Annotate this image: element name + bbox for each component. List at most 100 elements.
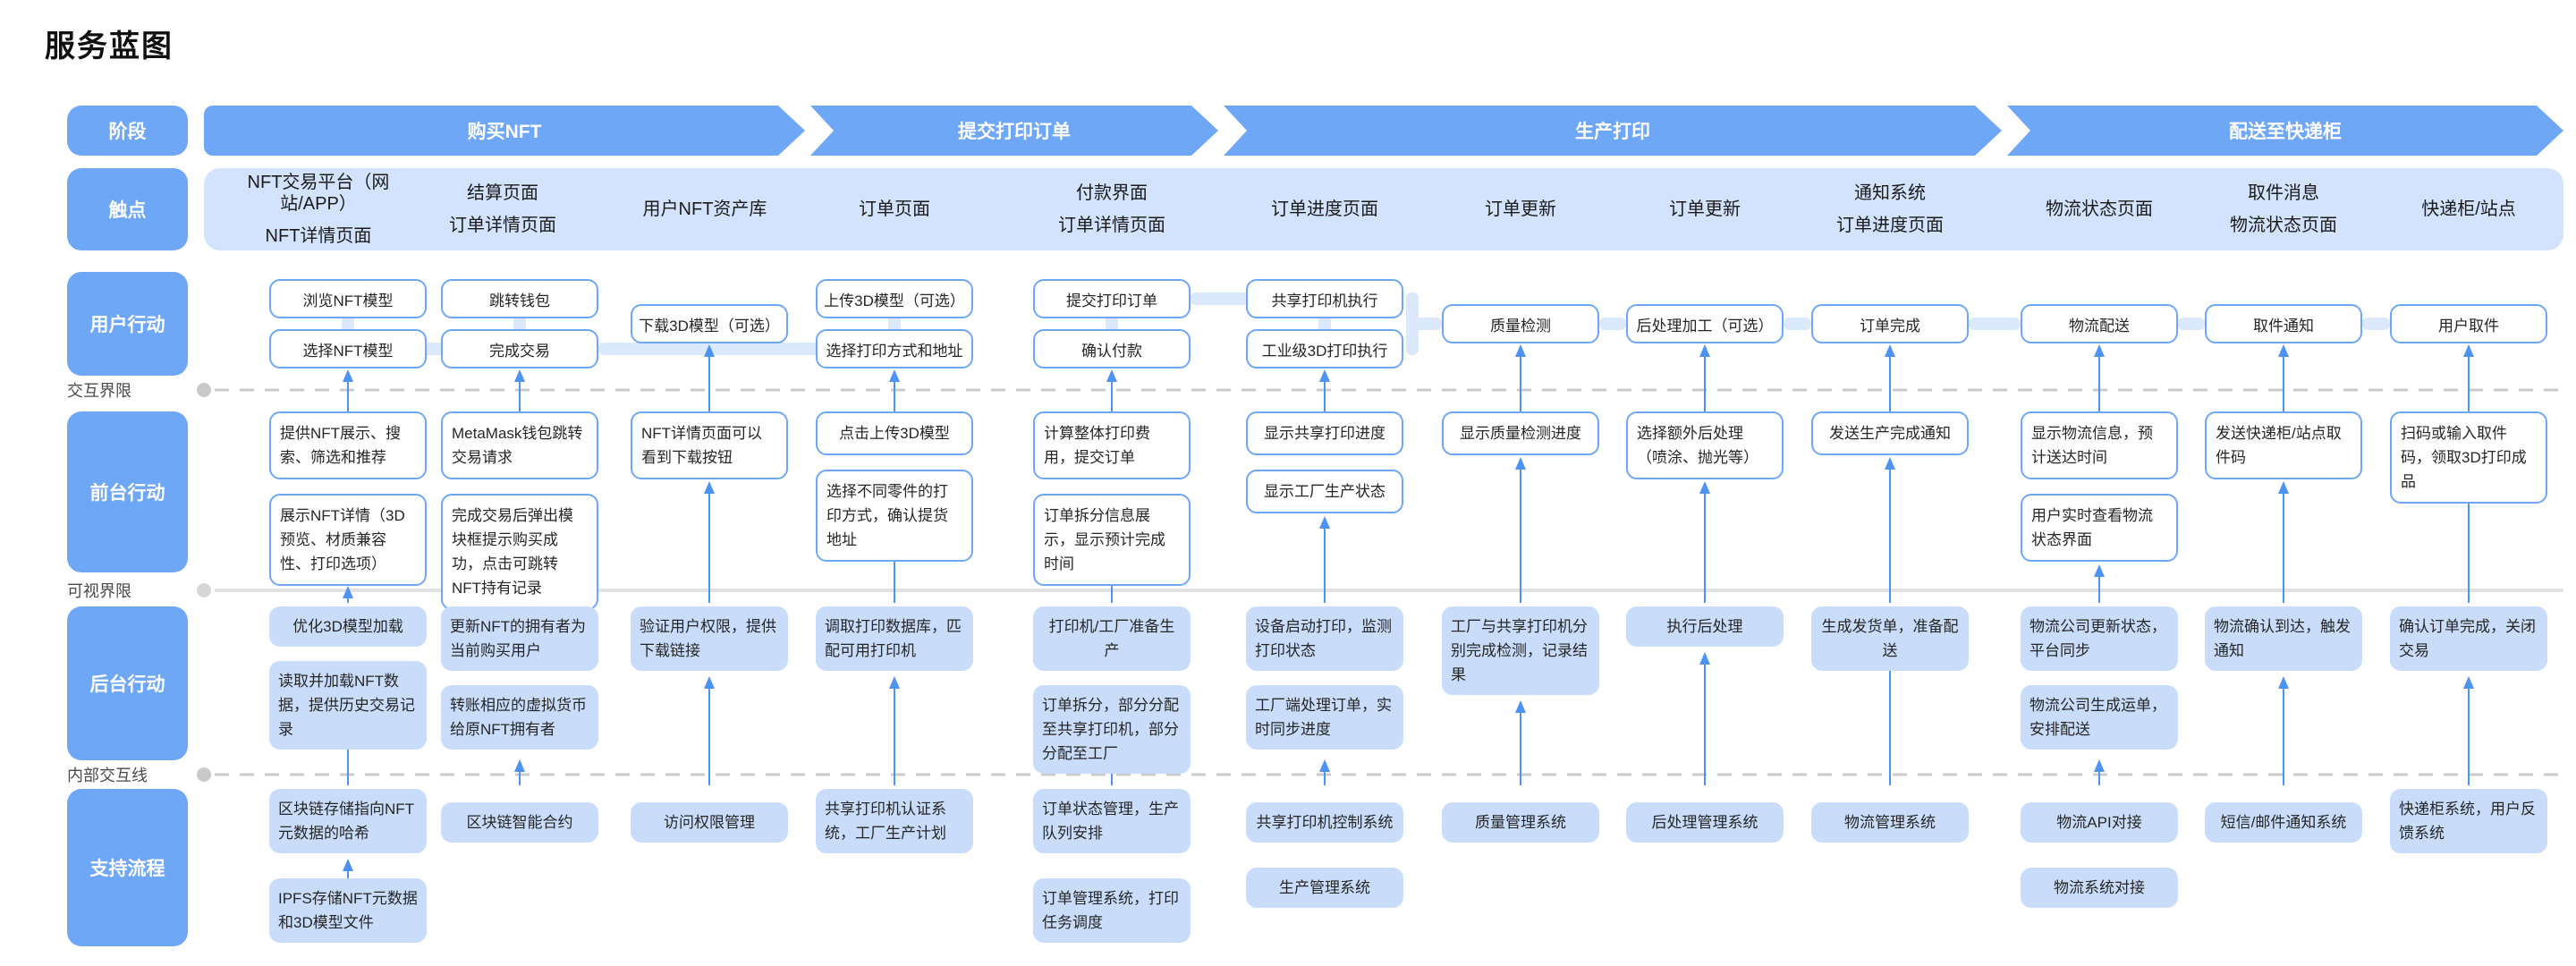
support-column: 共享打印机控制系统 生产管理系统 (1246, 802, 1403, 908)
connector (2362, 318, 2390, 330)
user-actions-column: 用户取件 (2390, 304, 2547, 343)
connector (598, 343, 823, 355)
touchpoint-line: 订单进度页面 (1836, 216, 1944, 235)
user-action-box: 物流配送 (2021, 304, 2178, 343)
touchpoint-line: 订单更新 (1485, 199, 1556, 219)
backstage-box: 转账相应的虚拟货币给原NFT拥有者 (441, 685, 598, 750)
user-actions-column: 跳转钱包 完成交易 (441, 279, 598, 369)
support-column: 区块链智能合约 (441, 802, 598, 843)
frontstage-column: 提供NFT展示、搜索、筛选和推荐 展示NFT详情（3D预览、材质兼容性、打印选项… (269, 411, 427, 586)
touchpoint-line: 物流状态页面 (2046, 199, 2153, 219)
frontstage-box: 展示NFT详情（3D预览、材质兼容性、打印选项） (269, 494, 427, 586)
frontstage-column: 扫码或输入取件码，领取3D打印成品 (2390, 411, 2547, 504)
support-box: 后处理管理系统 (1626, 802, 1784, 843)
touchpoint: 订单页面 (796, 168, 993, 250)
touchpoint: 订单更新 (1422, 168, 1619, 250)
frontstage-column: 选择额外后处理（喷涂、抛光等） (1626, 411, 1784, 479)
support-box: 订单状态管理，生产队列安排 (1033, 789, 1191, 853)
row-label-touchpoint: 触点 (67, 168, 188, 250)
frontstage-box: 订单拆分信息展示，显示预计完成时间 (1033, 494, 1191, 586)
touchpoint-line: 订单更新 (1669, 199, 1741, 219)
frontstage-box: NFT详情页面可以看到下载按钮 (631, 411, 788, 479)
connector (1191, 292, 1253, 305)
backstage-column: 执行后处理 (1626, 606, 1784, 647)
support-column: 区块链存储指向NFT元数据的哈希 IPFS存储NFT元数据和3D模型文件 (269, 789, 427, 943)
divider-label-interaction: 交互界限 (67, 382, 131, 400)
user-actions-column: 共享打印机执行 工业级3D打印执行 (1246, 279, 1403, 369)
user-action-box: 后处理加工（可选） (1626, 304, 1784, 343)
support-column: 订单状态管理，生产队列安排 订单管理系统，打印任务调度 (1033, 789, 1191, 943)
support-column: 短信/邮件通知系统 (2205, 802, 2362, 843)
user-action-box: 订单完成 (1811, 304, 1969, 343)
frontstage-box: MetaMask钱包跳转交易请求 (441, 411, 598, 479)
frontstage-box: 完成交易后弹出模块框提示购买成功，点击可跳转NFT持有记录 (441, 494, 598, 610)
backstage-box: 打印机/工厂准备生产 (1033, 606, 1191, 671)
support-column: 访问权限管理 (631, 802, 788, 843)
support-box: 区块链智能合约 (441, 802, 598, 843)
frontstage-box: 点击上传3D模型 (816, 411, 973, 455)
backstage-column: 优化3D模型加载 读取并加载NFT数据，提供历史交易记录 (269, 606, 427, 750)
backstage-box: 订单拆分，部分分配至共享打印机，部分分配至工厂 (1033, 685, 1191, 774)
backstage-box: 工厂与共享打印机分别完成检测，记录结果 (1442, 606, 1599, 695)
frontstage-column: 点击上传3D模型 选择不同零件的打印方式，确认提货地址 (816, 411, 973, 562)
support-box: 物流管理系统 (1811, 802, 1969, 843)
frontstage-box: 计算整体打印费用，提交订单 (1033, 411, 1191, 479)
frontstage-column: 显示质量检测进度 (1442, 411, 1599, 455)
user-actions-column: 浏览NFT模型 选择NFT模型 (269, 279, 427, 369)
frontstage-box: 显示共享打印进度 (1246, 411, 1403, 455)
support-column: 后处理管理系统 (1626, 802, 1784, 843)
backstage-box: 设备启动打印，监测打印状态 (1246, 606, 1403, 671)
support-box: 共享打印机控制系统 (1246, 802, 1403, 843)
backstage-box: 物流确认到达，触发通知 (2205, 606, 2362, 671)
backstage-box: 生成发货单，准备配送 (1811, 606, 1969, 671)
backstage-box: 验证用户权限，提供下载链接 (631, 606, 788, 671)
touchpoint-line: NFT详情页面 (265, 226, 372, 246)
backstage-column: 物流确认到达，触发通知 (2205, 606, 2362, 671)
backstage-column: 工厂与共享打印机分别完成检测，记录结果 (1442, 606, 1599, 695)
touchpoint: 用户NFT资产库 (606, 168, 803, 250)
backstage-column: 打印机/工厂准备生产 订单拆分，部分分配至共享打印机，部分分配至工厂 (1033, 606, 1191, 774)
support-box: 质量管理系统 (1442, 802, 1599, 843)
user-action-box: 选择NFT模型 (269, 329, 427, 369)
support-box: 快递柜系统，用户反馈系统 (2390, 789, 2547, 853)
user-actions-column: 后处理加工（可选） (1626, 304, 1784, 343)
support-box: 物流API对接 (2021, 802, 2178, 843)
touchpoint-line: 用户NFT资产库 (642, 199, 767, 219)
user-action-box: 共享打印机执行 (1246, 279, 1403, 318)
support-column: 物流管理系统 (1811, 802, 1969, 843)
connector (1599, 318, 1626, 330)
backstage-box: 确认订单完成，关闭交易 (2390, 606, 2547, 671)
stage-delivery: 配送至快递柜 (2007, 106, 2563, 156)
support-box: 共享打印机认证系统，工厂生产计划 (816, 789, 973, 853)
support-column: 共享打印机认证系统，工厂生产计划 (816, 789, 973, 853)
touchpoint: 结算页面订单详情页面 (404, 168, 601, 250)
divider-label-visibility: 可视界限 (67, 582, 131, 600)
touchpoint-line: 订单详情页面 (1058, 216, 1165, 235)
connector (1784, 318, 1811, 330)
backstage-column: 生成发货单，准备配送 (1811, 606, 1969, 671)
row-label-support: 支持流程 (67, 789, 188, 946)
support-box: IPFS存储NFT元数据和3D模型文件 (269, 878, 427, 943)
user-actions-column: 质量检测 (1442, 304, 1599, 343)
touchpoint: 订单更新 (1606, 168, 1803, 250)
user-action-box: 工业级3D打印执行 (1246, 329, 1403, 369)
row-label-stage: 阶段 (67, 106, 188, 156)
touchpoint-line: 取件消息 (2248, 183, 2319, 203)
support-column: 物流API对接 物流系统对接 (2021, 802, 2178, 908)
frontstage-column: 显示共享打印进度 显示工厂生产状态 (1246, 411, 1403, 513)
row-label-user: 用户行动 (67, 272, 188, 376)
user-action-box: 完成交易 (441, 329, 598, 369)
user-action-box: 选择打印方式和地址 (816, 329, 973, 369)
touchpoint-line: 快递柜/站点 (2421, 199, 2516, 219)
backstage-box: 调取打印数据库，匹配可用打印机 (816, 606, 973, 671)
touchpoint: 取件消息物流状态页面 (2185, 168, 2382, 250)
connector (1969, 318, 2021, 330)
user-action-box: 确认付款 (1033, 329, 1191, 369)
touchpoint-line: 订单详情页面 (449, 216, 556, 235)
connector (1406, 318, 1442, 330)
backstage-box: 读取并加载NFT数据，提供历史交易记录 (269, 661, 427, 750)
divider-label-internal: 内部交互线 (67, 767, 148, 784)
touchpoint-line: 物流状态页面 (2230, 216, 2337, 235)
touchpoint: 快递柜/站点 (2370, 168, 2567, 250)
